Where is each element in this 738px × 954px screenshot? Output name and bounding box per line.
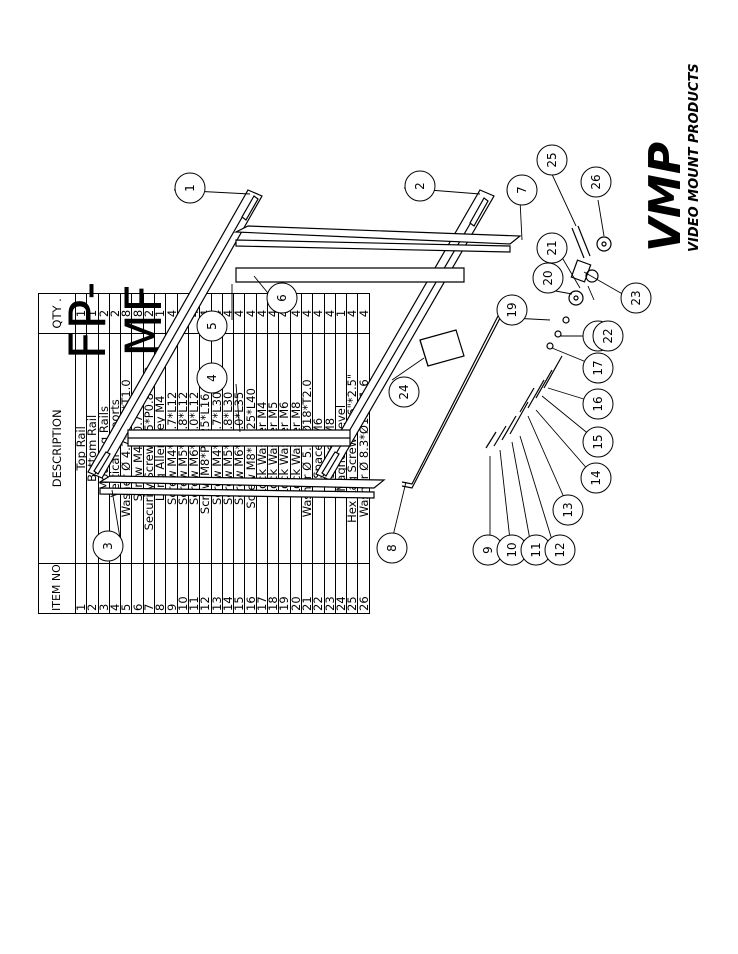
- callout-5: 5: [196, 310, 228, 342]
- callout-20: 20: [532, 262, 564, 294]
- callout-label: 14: [589, 470, 603, 485]
- callout-label: 7: [515, 186, 529, 194]
- callout-label: 24: [397, 384, 411, 399]
- leader-lines: [111, 169, 627, 541]
- callout-21: 21: [536, 232, 568, 264]
- callout-label: 5: [205, 322, 219, 330]
- callout-22: 22: [592, 320, 624, 352]
- callout-8: 8: [376, 532, 408, 564]
- callout-layer: 1234567891011121314151617181920212223242…: [92, 144, 652, 566]
- callout-label: 21: [545, 240, 559, 255]
- callout-16: 16: [582, 388, 614, 420]
- callout-circle: [506, 174, 538, 206]
- top-rail-part: [87, 189, 263, 479]
- callout-label: 6: [275, 294, 289, 302]
- callout-14: 14: [580, 462, 612, 494]
- callout-24: 24: [388, 376, 420, 408]
- callout-label: 2: [413, 182, 427, 190]
- callout-circle: [536, 144, 568, 176]
- callout-circle: [196, 310, 228, 342]
- callout-label: 16: [591, 396, 605, 411]
- callout-4: 4: [196, 362, 228, 394]
- callout-label: 9: [481, 546, 495, 554]
- callout-circle: [92, 530, 124, 562]
- callout-circle: [552, 494, 584, 526]
- mounting-rail-right: [233, 225, 522, 253]
- callout-circle: [388, 376, 420, 408]
- callout-label: 17: [591, 360, 605, 375]
- callout-label: 26: [589, 174, 603, 189]
- hardware-parts: [485, 225, 612, 449]
- callout-label: 25: [545, 152, 559, 167]
- callout-label: 1: [183, 184, 197, 192]
- callout-circle: [580, 462, 612, 494]
- magnetic-level-part: [419, 329, 465, 367]
- callout-circle: [536, 232, 568, 264]
- callout-circle: [496, 294, 528, 326]
- callout-circle: [582, 388, 614, 420]
- callout-label: 11: [529, 542, 543, 557]
- callout-circle: [620, 282, 652, 314]
- callout-label: 12: [553, 542, 567, 557]
- callout-label: 22: [601, 328, 615, 343]
- callout-label: 23: [629, 290, 643, 305]
- callout-13: 13: [552, 494, 584, 526]
- mounting-rail-left: [97, 475, 386, 499]
- callout-17: 17: [582, 352, 614, 384]
- callout-23: 23: [620, 282, 652, 314]
- callout-circle: [592, 320, 624, 352]
- vmp-logo: VMP VIDEO MOUNT PRODUCTS: [640, 63, 700, 252]
- callout-12: 12: [544, 534, 576, 566]
- callout-label: 3: [101, 542, 115, 550]
- callout-19: 19: [496, 294, 528, 326]
- callout-circle: [376, 532, 408, 564]
- callout-11: 11: [520, 534, 552, 566]
- callout-10: 10: [496, 534, 528, 566]
- callout-circle: [582, 352, 614, 384]
- callout-25: 25: [536, 144, 568, 176]
- callout-7: 7: [506, 174, 538, 206]
- callout-label: 10: [505, 542, 519, 557]
- callout-circle: [174, 172, 206, 204]
- callout-circle: [580, 166, 612, 198]
- callout-label: 8: [385, 544, 399, 552]
- callout-circle: [544, 534, 576, 566]
- callout-label: 4: [205, 374, 219, 382]
- brand-name: VIDEO MOUNT PRODUCTS: [687, 63, 700, 252]
- callout-circle: [196, 362, 228, 394]
- callout-circle: [532, 262, 564, 294]
- callout-label: 13: [561, 502, 575, 517]
- callout-circle: [404, 170, 436, 202]
- callout-15: 15: [582, 426, 614, 458]
- callout-1: 1: [174, 172, 206, 204]
- callout-label: 19: [505, 302, 519, 317]
- callout-label: 20: [541, 270, 555, 285]
- vertical-support-part: [127, 267, 465, 447]
- logo-text: VMP: [640, 142, 691, 252]
- callout-label: 15: [591, 434, 605, 449]
- callout-6: 6: [266, 282, 298, 314]
- callout-26: 26: [580, 166, 612, 198]
- callout-3: 3: [92, 530, 124, 562]
- callout-2: 2: [404, 170, 436, 202]
- callout-circle: [582, 426, 614, 458]
- callout-circle: [266, 282, 298, 314]
